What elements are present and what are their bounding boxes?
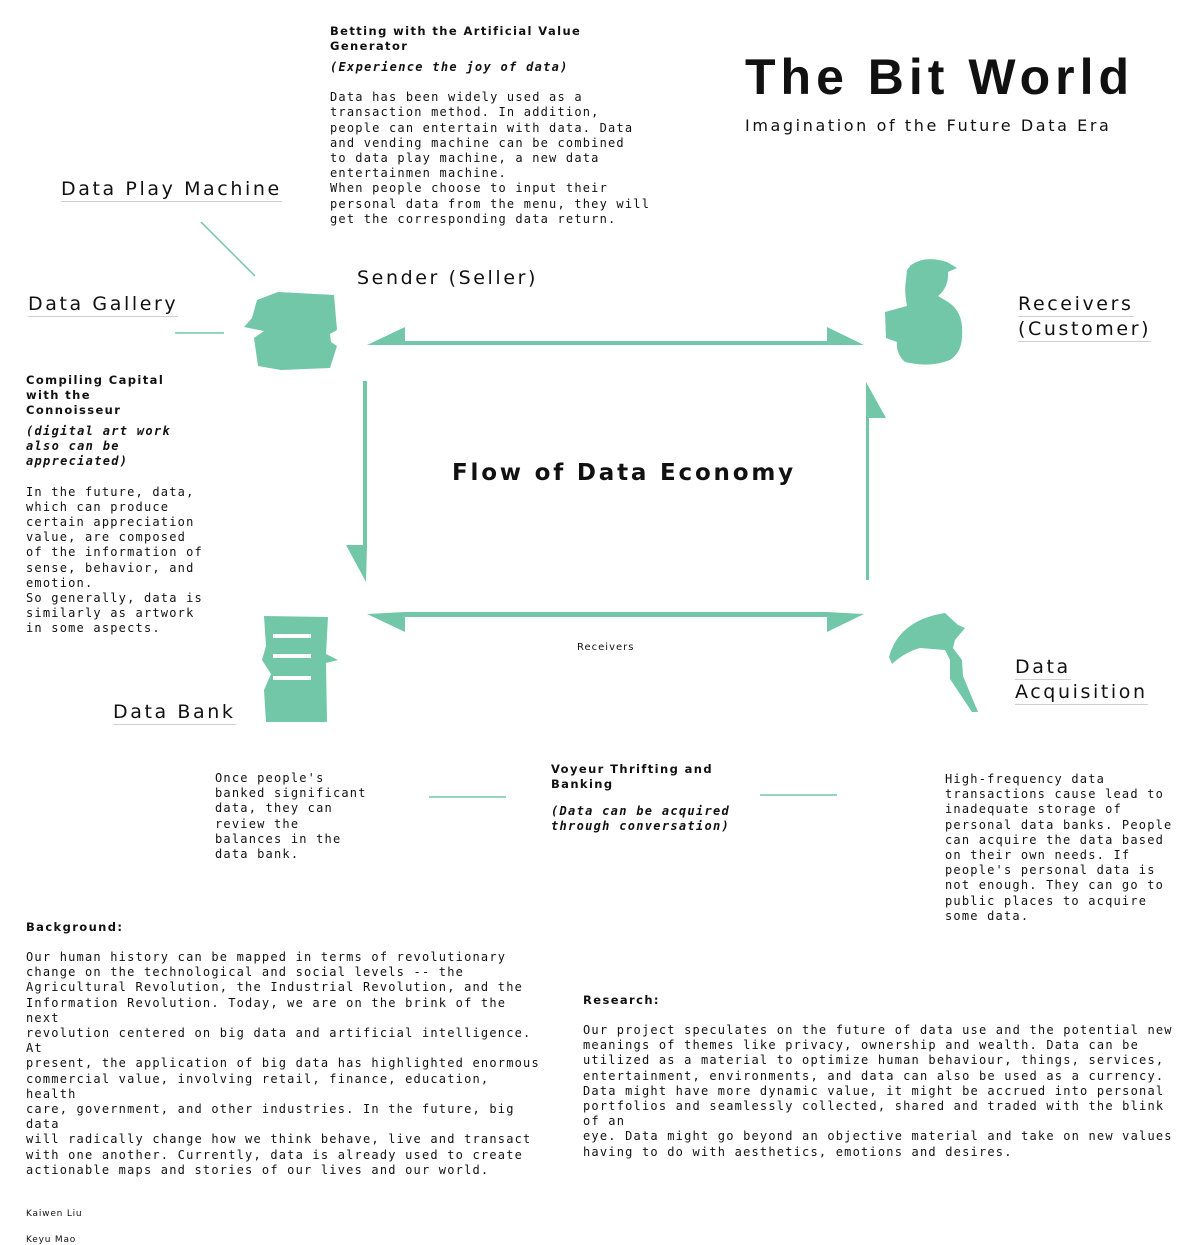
research-heading: Research: <box>583 993 660 1007</box>
arrow-bottom <box>367 612 864 632</box>
thrifting-block: Voyeur Thrifting and Banking (Data can b… <box>551 762 771 834</box>
sender-label: Sender (Seller) <box>357 267 539 289</box>
credit-author-2: Keyu Mao <box>26 1235 77 1245</box>
diagram-title: Flow of Data Economy <box>452 460 796 486</box>
data-acquisition-line1: Data <box>1015 656 1071 680</box>
play-machine-block: Betting with the Artificial Value Genera… <box>330 24 660 227</box>
page-title: The Bit World <box>745 49 1135 105</box>
data-acquisition-label: Data Acquisition <box>1015 655 1148 705</box>
data-play-machine-label: Data Play Machine <box>61 177 282 202</box>
gallery-subheading: (digital art work also can be appreciate… <box>26 424 171 469</box>
background-block: Background: Our human history can be map… <box>26 920 546 1178</box>
data-acquisition-line2: Acquisition <box>1015 681 1148 705</box>
data-gallery-label: Data Gallery <box>28 292 179 317</box>
gallery-body: In the future, data, which can produce c… <box>26 484 203 636</box>
data-bank-label: Data Bank <box>113 700 236 725</box>
research-block: Research: Our project speculates on the … <box>583 993 1173 1160</box>
data-cube-icon <box>244 292 337 370</box>
data-play-machine-text: Data Play Machine <box>61 178 282 202</box>
credits: Kaiwen Liu Keyu Mao <box>26 1195 82 1245</box>
play-machine-body: Data has been widely used as a transacti… <box>330 90 651 226</box>
receivers-label-line1: Receivers <box>1018 293 1134 317</box>
bank-body: Once people's banked significant data, t… <box>215 771 367 862</box>
play-machine-subheading: (Experience the joy of data) <box>330 60 569 74</box>
data-gallery-text: Data Gallery <box>28 293 179 317</box>
background-heading: Background: <box>26 920 124 934</box>
gallery-block: Compiling Capital with the Connoisseur (… <box>26 373 226 637</box>
pickaxe-icon <box>889 613 978 712</box>
arrow-top <box>367 327 864 345</box>
person-silhouette-icon <box>885 259 963 365</box>
receivers-label-line2: (Customer) <box>1018 318 1152 342</box>
arrow-left <box>346 381 367 582</box>
thrifting-subheading: (Data can be acquired through conversati… <box>551 804 731 834</box>
play-machine-heading: Betting with the Artificial Value Genera… <box>330 24 582 53</box>
acquisition-body: High-frequency data transactions cause l… <box>945 772 1173 923</box>
thrifting-heading: Voyeur Thrifting and Banking <box>551 762 714 791</box>
receivers-label: Receivers (Customer) <box>1018 292 1152 342</box>
bottom-receivers-label: Receivers <box>577 642 635 653</box>
arrow-right <box>866 382 886 580</box>
research-body: Our project speculates on the future of … <box>583 1023 1173 1159</box>
data-bank-icon <box>262 616 338 722</box>
background-body: Our human history can be mapped in terms… <box>26 950 540 1177</box>
data-bank-text: Data Bank <box>113 701 236 725</box>
credit-author-1: Kaiwen Liu <box>26 1209 83 1219</box>
gallery-heading: Compiling Capital with the Connoisseur <box>26 373 165 417</box>
connector-play-machine <box>200 221 256 277</box>
page-subtitle: Imagination of the Future Data Era <box>745 116 1112 135</box>
